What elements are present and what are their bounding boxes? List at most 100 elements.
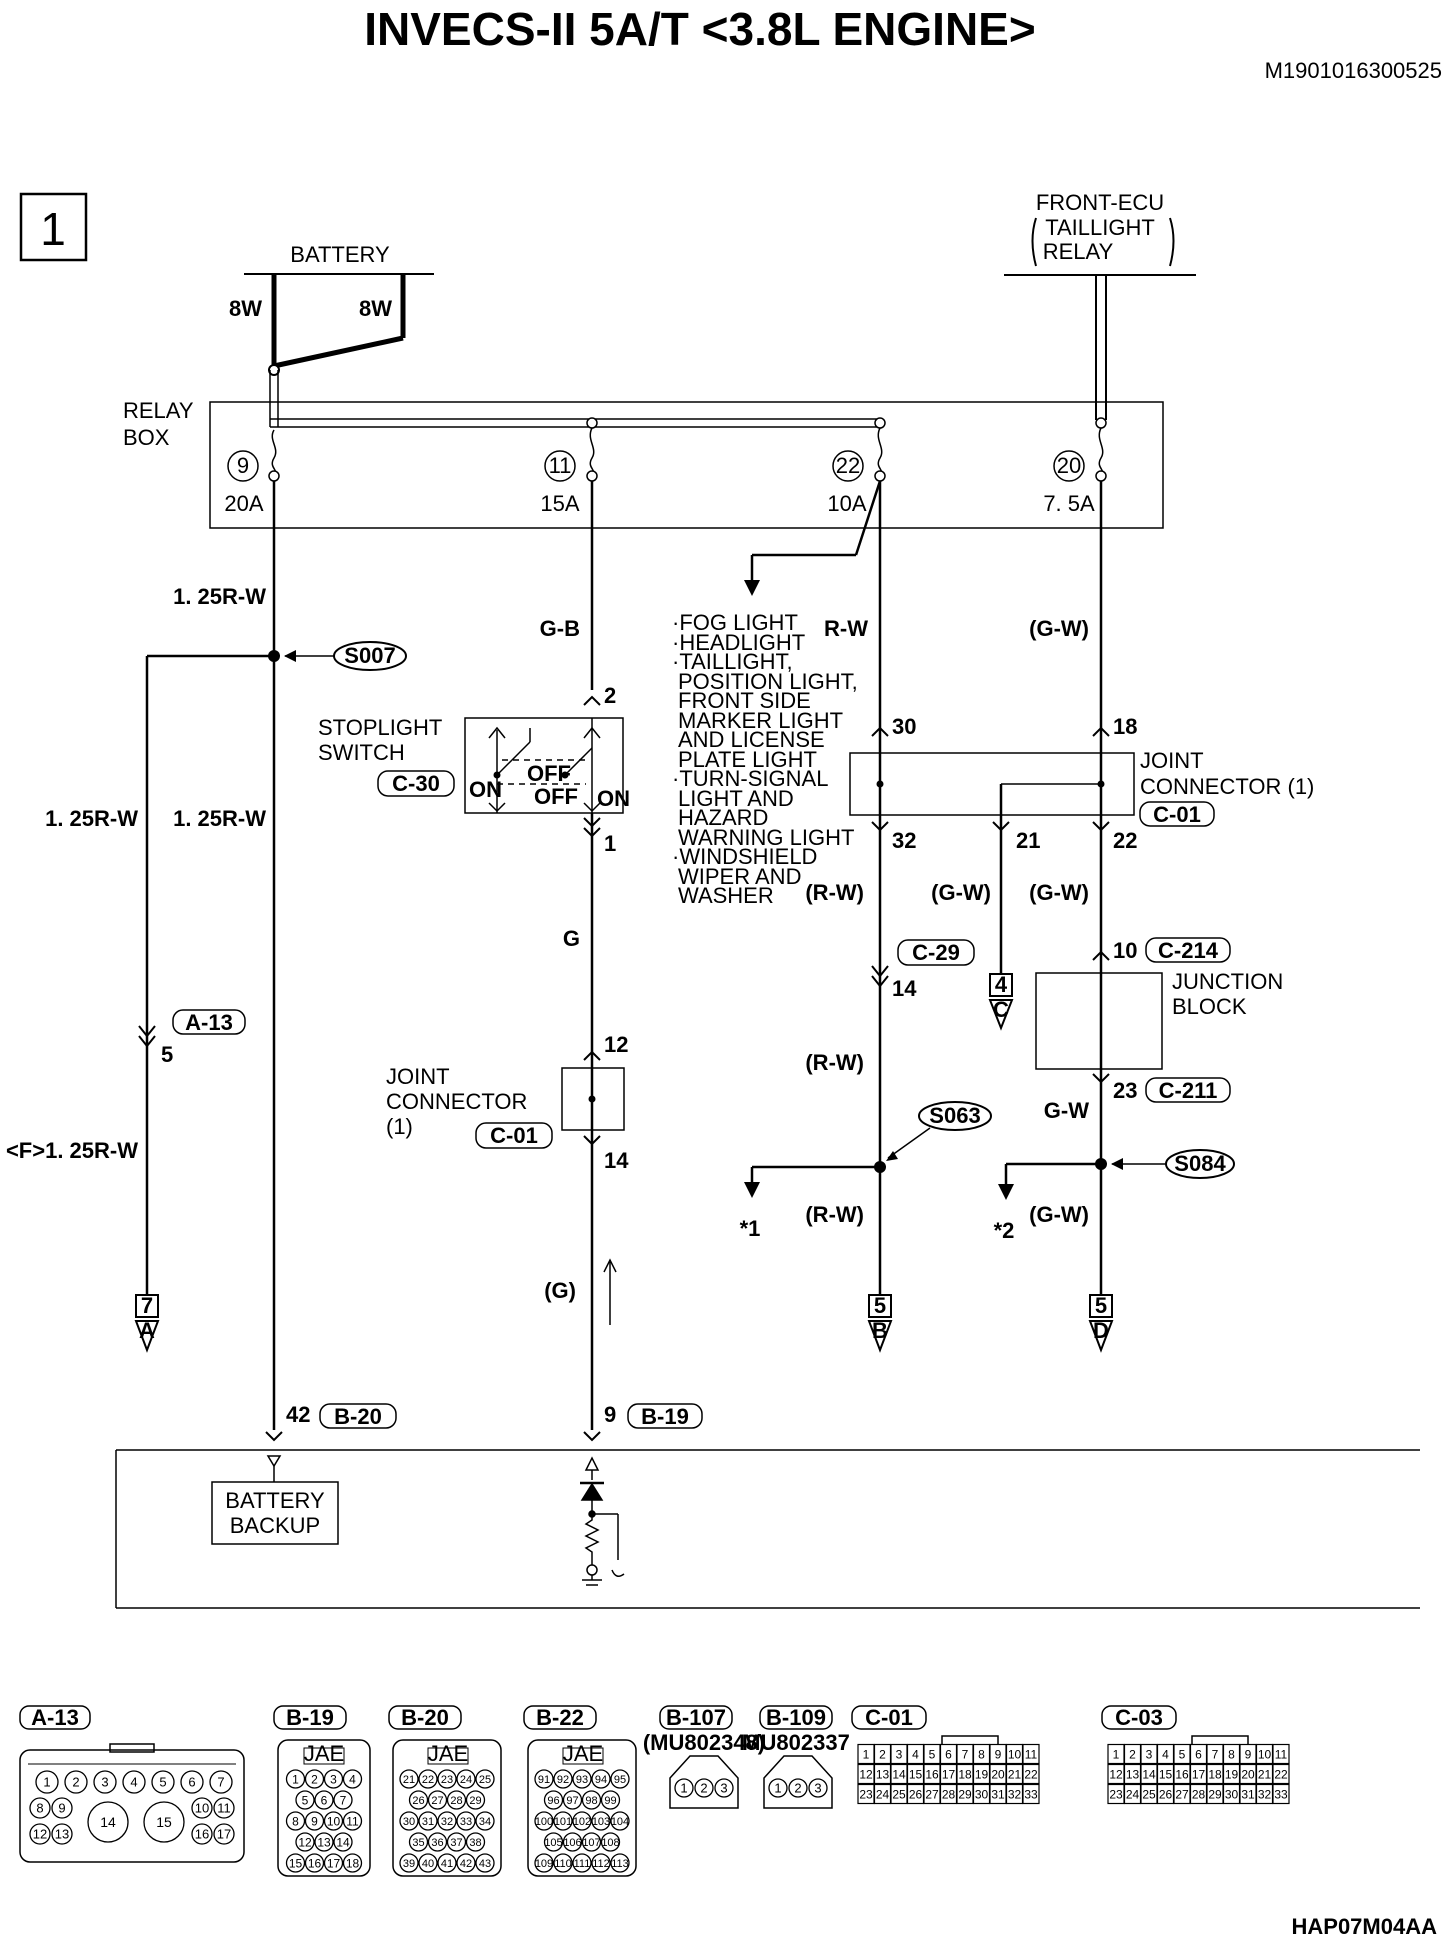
connector-pin: 14 — [336, 1835, 350, 1849]
connector-pin: 31 — [1241, 1787, 1255, 1801]
page-title: INVECS-II 5A/T <3.8L ENGINE> — [364, 3, 1035, 55]
connector-pin: 18 — [346, 1856, 360, 1870]
wire-label-g-b: G-B — [540, 616, 580, 641]
joint-top-label-2: CONNECTOR (1) — [1140, 774, 1314, 799]
load-item: WIPER AND — [678, 864, 801, 889]
connector-pin: 3 — [101, 1775, 108, 1790]
connector-pin: 1 — [863, 1747, 870, 1761]
connector-pin: 1 — [43, 1775, 50, 1790]
connector-pin: 32 — [1008, 1787, 1022, 1801]
stoplight-switch-label: STOPLIGHT — [318, 715, 442, 740]
wire-label-r-w-top: 1. 25R-W — [173, 584, 266, 609]
connector-view-name: B-20 — [401, 1705, 449, 1730]
joint-top-pin-22: 22 — [1113, 828, 1137, 853]
joint-mid-pin-top: 12 — [604, 1032, 628, 1057]
splice-s007-label: S007 — [344, 643, 395, 668]
connector-pin: 111 — [574, 1858, 591, 1870]
ref-b-letter: B — [872, 1318, 888, 1343]
connector-pin: 33 — [1024, 1787, 1038, 1801]
front-ecu-label: FRONT-ECU — [1036, 190, 1164, 215]
connector-pin: 108 — [601, 1837, 619, 1849]
connector-pin: 1 — [292, 1772, 299, 1786]
connector-pin: 17 — [217, 1827, 231, 1842]
connector-pin: 31 — [422, 1816, 434, 1828]
connector-pin: 2 — [700, 1781, 707, 1796]
battery-backup-label: BATTERY — [225, 1488, 325, 1513]
fuse-22-loads-list: ·FOG LIGHT ·HEADLIGHT ·TAILLIGHT, POSITI… — [672, 610, 858, 908]
connector-pin: 24 — [876, 1787, 890, 1801]
connector-pin: 25 — [892, 1787, 906, 1801]
connector-pin: 15 — [289, 1856, 303, 1870]
connector-pin: 7 — [1212, 1747, 1219, 1761]
splice-s084-label: S084 — [1174, 1151, 1226, 1176]
connector-a13-name: A-13 — [185, 1010, 233, 1035]
junction-block-label-2: BLOCK — [1172, 994, 1247, 1019]
wire-label-r-w-left: 1. 25R-W — [45, 806, 138, 831]
connector-pin: 96 — [547, 1795, 559, 1807]
ref-a-number: 7 — [141, 1293, 153, 1318]
connector-pin: 4 — [130, 1775, 137, 1790]
connector-pin: 23 — [859, 1787, 873, 1801]
wire-label-r-w-mid: 1. 25R-W — [173, 806, 266, 831]
connector-b20-pin: 42 — [286, 1402, 310, 1427]
connector-view-note: JAE — [428, 1741, 468, 1766]
connector-pin: 2 — [72, 1775, 79, 1790]
connector-pin: 6 — [1195, 1747, 1202, 1761]
battery-wires — [271, 274, 406, 369]
front-ecu-label-2: TAILLIGHT — [1045, 215, 1155, 240]
connector-c30-tag — [377, 770, 455, 797]
joint-connector-mid — [561, 1067, 625, 1131]
connector-pin: 22 — [422, 1774, 434, 1786]
connector-pin: 6 — [945, 1747, 952, 1761]
ecu-box — [115, 1449, 1420, 1609]
fuse-22-rating: 10A — [827, 491, 866, 516]
connector-pin: 27 — [431, 1795, 443, 1807]
load-item: ·TAILLIGHT, — [672, 649, 793, 674]
connector-pin: 3 — [814, 1781, 821, 1796]
connector-pin: 3 — [1146, 1747, 1153, 1761]
joint-connector-top — [849, 752, 1135, 816]
connector-pin: 20 — [991, 1767, 1005, 1781]
connector-pin: 4 — [349, 1772, 356, 1786]
connector-pin: 13 — [1126, 1767, 1140, 1781]
fuse-9 — [268, 429, 280, 482]
battery-backup-label-2: BACKUP — [230, 1513, 320, 1538]
connector-view-name: B-107 — [666, 1705, 726, 1730]
connector-pin: 12 — [1109, 1767, 1123, 1781]
joint-top-pin-32: 32 — [892, 828, 916, 853]
stoplight-on-right: ON — [597, 786, 630, 811]
junction-pin-bottom: 23 — [1113, 1078, 1137, 1103]
relay-box — [209, 401, 1164, 529]
input-circuit — [580, 1456, 625, 1586]
connector-pin: 104 — [611, 1816, 629, 1828]
connector-pin: 109 — [535, 1858, 553, 1870]
connector-pin: 105 — [544, 1837, 562, 1849]
connector-pin: 19 — [975, 1767, 989, 1781]
load-item: AND LICENSE — [678, 727, 825, 752]
battery-wire-right-label: 8W — [359, 296, 392, 321]
connector-pin: 9 — [58, 1801, 65, 1816]
stoplight-off-lower: OFF — [534, 784, 578, 809]
connector-pin: 20 — [1241, 1767, 1255, 1781]
connector-pin: 25 — [1142, 1787, 1156, 1801]
load-item: POSITION LIGHT, — [678, 669, 858, 694]
connector-pin: 24 — [460, 1774, 472, 1786]
load-item: ·WINDSHIELD — [672, 844, 817, 869]
connector-pin: 4 — [912, 1747, 919, 1761]
connector-view-name: C-01 — [865, 1705, 913, 1730]
connector-pin: 10 — [195, 1801, 209, 1816]
relay-box-label-2: BOX — [123, 425, 170, 450]
stoplight-on-left: ON — [469, 777, 502, 802]
connector-c29-name: C-29 — [912, 940, 960, 965]
connector-pin: 16 — [925, 1767, 939, 1781]
connector-pin: 93 — [576, 1774, 588, 1786]
connector-pin: 5 — [929, 1747, 936, 1761]
connector-c30-name: C-30 — [392, 771, 440, 796]
connector-c211-name: C-211 — [1159, 1078, 1218, 1103]
connector-pin: 6 — [321, 1793, 328, 1807]
connector-pin: 2 — [311, 1772, 318, 1786]
